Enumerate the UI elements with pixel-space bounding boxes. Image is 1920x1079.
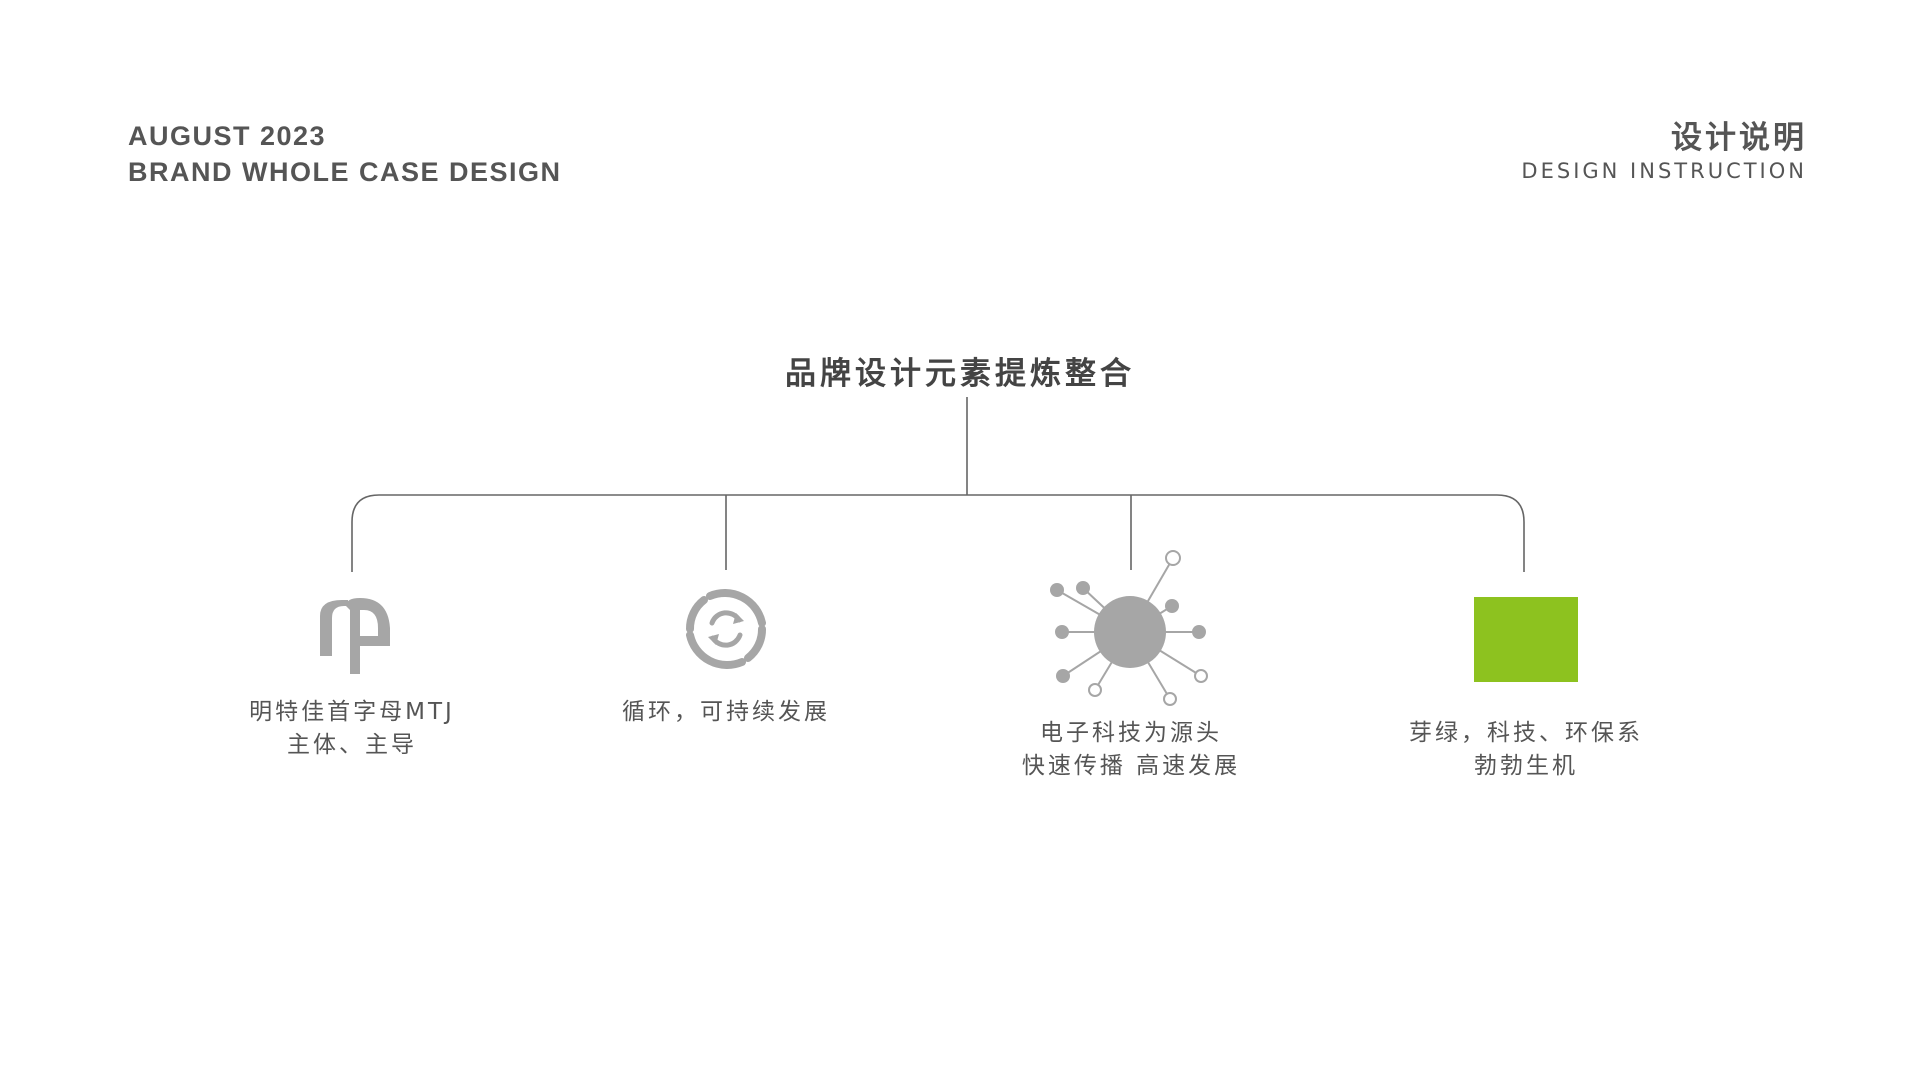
green-swatch <box>1474 597 1578 682</box>
item-tech-line2: 快速传播 高速发展 <box>1021 753 1241 779</box>
item-green-line1: 芽绿，科技、环保系 <box>1409 720 1643 746</box>
cycle-icon <box>685 588 767 670</box>
item-mtj-line1: 明特佳首字母MTJ <box>249 699 455 725</box>
page-title-en: DESIGN INSTRUCTION <box>1521 159 1807 183</box>
header-left: AUGUST 2023 BRAND WHOLE CASE DESIGN <box>128 118 562 190</box>
header-right: 设计说明 DESIGN INSTRUCTION <box>1521 118 1807 184</box>
header-subtitle: BRAND WHOLE CASE DESIGN <box>128 157 562 187</box>
item-tech: 电子科技为源头 快速传播 高速发展 <box>971 717 1291 783</box>
item-tech-line1: 电子科技为源头 <box>1040 720 1222 746</box>
item-green: 芽绿，科技、环保系 勃勃生机 <box>1366 717 1686 783</box>
item-cycle: 循环，可持续发展 <box>566 696 886 729</box>
header-date: AUGUST 2023 <box>128 121 327 151</box>
item-mtj-line2: 主体、主导 <box>287 732 417 758</box>
main-title: 品牌设计元素提炼整合 <box>785 356 1135 392</box>
item-cycle-line1: 循环，可持续发展 <box>622 699 830 725</box>
item-mtj: 明特佳首字母MTJ 主体、主导 <box>192 696 512 762</box>
page-title: 设计说明 <box>1671 120 1807 156</box>
item-green-line2: 勃勃生机 <box>1474 753 1578 779</box>
network-node-icon <box>1050 550 1208 706</box>
mtj-letter-icon <box>320 598 390 674</box>
tree-branch <box>351 494 1525 572</box>
